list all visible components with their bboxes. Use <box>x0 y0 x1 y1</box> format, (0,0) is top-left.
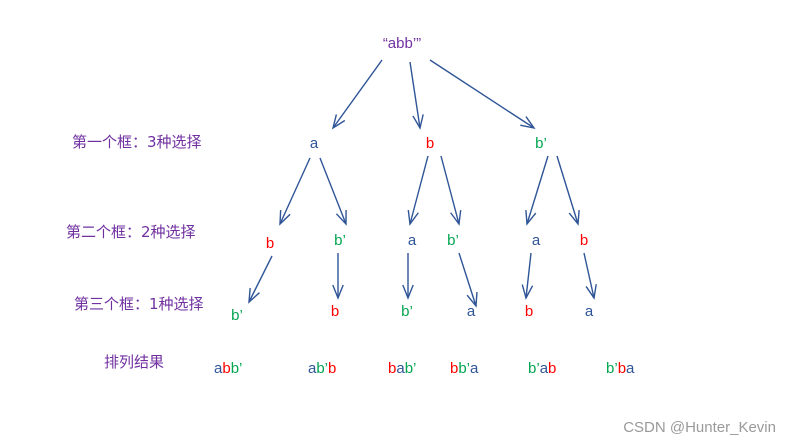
tree-nodes: a b b’ b b’ a b’ a b b’ b b’ a b a <box>231 135 594 324</box>
permutation-result: b’ba <box>606 360 635 377</box>
level-3-label: 第三个框：1种选择 <box>74 295 204 313</box>
tree-arrow <box>402 253 414 300</box>
result-letter: b <box>222 360 230 377</box>
level-3-node: a <box>467 303 476 320</box>
tree-arrow <box>248 255 273 304</box>
result-letter: b’ <box>405 360 417 377</box>
tree-arrows <box>248 59 597 308</box>
tree-arrow <box>556 155 580 226</box>
level-3-node: b’ <box>231 307 243 324</box>
level-3-node: b’ <box>401 303 413 320</box>
result-letter: b’ <box>231 360 243 377</box>
result-letter: a <box>396 360 405 377</box>
result-letter: b <box>450 360 458 377</box>
result-letter: a <box>540 360 549 377</box>
result-letter: b <box>388 360 396 377</box>
result-letter: b <box>328 360 336 377</box>
result-letter: b <box>618 360 626 377</box>
level-3-node: a <box>585 303 594 320</box>
tree-arrow <box>525 155 549 226</box>
permutation-result: ab’b <box>308 360 336 377</box>
tree-arrow <box>331 59 383 130</box>
tree-arrow <box>429 59 536 130</box>
level-1-node: b <box>426 135 434 152</box>
result-letter: b’ <box>458 360 470 377</box>
level-1-label: 第一个框：3种选择 <box>72 133 202 151</box>
level-2-node: b’ <box>447 232 459 249</box>
result-letter: b’ <box>606 360 618 377</box>
result-letter: a <box>308 360 317 377</box>
result-letter: a <box>214 360 223 377</box>
permutation-result: abb’ <box>214 360 242 377</box>
level-3-node: b <box>331 303 339 320</box>
tree-arrow <box>332 253 344 300</box>
level-2-node: a <box>408 232 417 249</box>
watermark: CSDN @Hunter_Kevin <box>623 419 776 436</box>
level-1-node: a <box>310 135 319 152</box>
tree-arrow <box>521 252 534 300</box>
tree-arrow <box>409 61 424 130</box>
result-letter: b <box>548 360 556 377</box>
tree-arrow <box>319 157 347 226</box>
root-node: “abb’” <box>383 35 421 52</box>
result-letter: a <box>470 360 479 377</box>
tree-arrow <box>440 155 462 226</box>
tree-arrow <box>407 155 429 226</box>
level-2-node: a <box>532 232 541 249</box>
level-2-node: b’ <box>334 232 346 249</box>
level-2-label: 第二个框：2种选择 <box>66 223 196 241</box>
level-3-node: b <box>525 303 533 320</box>
level-1-node: b’ <box>535 135 547 152</box>
results-label: 排列结果 <box>104 353 164 371</box>
permutation-result: bb’a <box>450 360 479 377</box>
result-letter: b’ <box>316 360 328 377</box>
level-2-node: b <box>580 232 588 249</box>
permutation-result: bab’ <box>388 360 416 377</box>
tree-arrow <box>458 252 478 308</box>
result-letter: b’ <box>528 360 540 377</box>
result-letter: a <box>626 360 635 377</box>
tree-arrow <box>583 252 597 300</box>
level-2-node: b <box>266 235 274 252</box>
tree-arrow <box>279 157 311 226</box>
permutation-result: b’ab <box>528 360 556 377</box>
